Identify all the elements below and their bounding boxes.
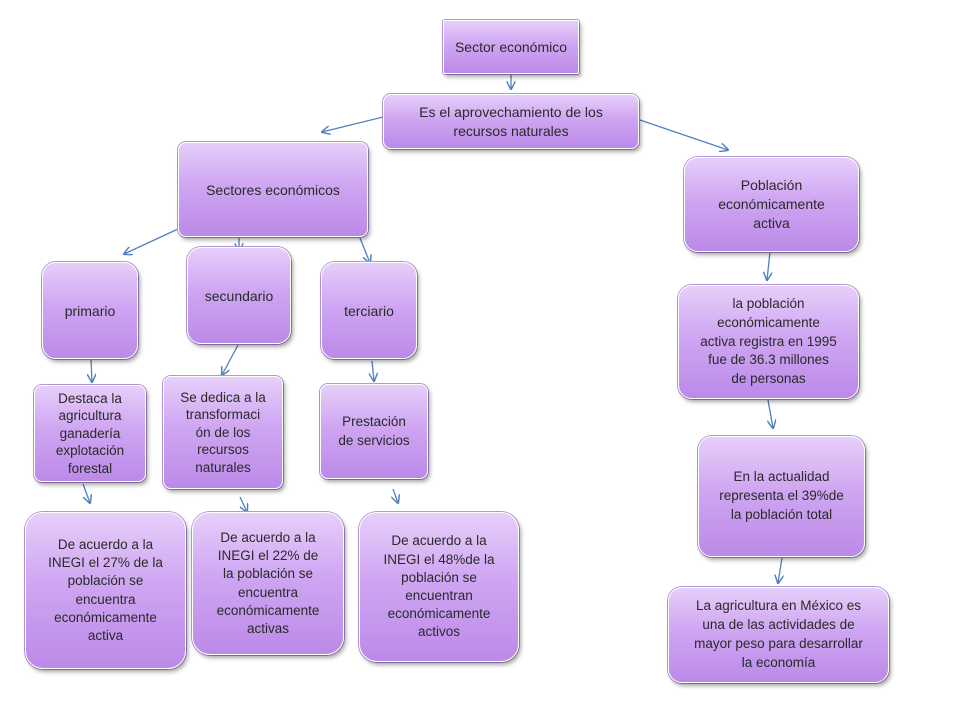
arrow-tertiary-desc-to-stat	[393, 488, 398, 503]
primary-label: primario	[64, 302, 116, 319]
population-node: Población económicamente activa	[684, 157, 859, 252]
definition-node: Es el aprovechamiento de los recursos na…	[383, 94, 639, 149]
tertiary-stat-text: De acuerdo a la INEGI el 48%de la poblac…	[383, 533, 495, 640]
primary-stat-text: De acuerdo a la INEGI el 27% de la pobla…	[48, 536, 163, 643]
title-label: Sector económico	[454, 39, 568, 55]
secondary-stat-text: De acuerdo a la INEGI el 22% de la pobla…	[216, 529, 320, 636]
arrow-secondary-desc-to-stat	[239, 496, 247, 512]
title-node: Sector económico	[443, 20, 579, 74]
population-fact2-node: En la actualidad representa el 39%de la …	[698, 436, 865, 557]
tertiary-stat-node: De acuerdo a la INEGI el 48%de la poblac…	[359, 512, 519, 662]
secondary-label: secundario	[204, 287, 274, 304]
sectors-node: Sectores económicos	[178, 142, 368, 237]
arrow-sectors-to-tertiary	[359, 237, 370, 263]
sectors-label: Sectores económicos	[206, 181, 340, 198]
arrow-primary-desc-to-stat	[82, 483, 90, 503]
arrow-secondary-to-description	[222, 344, 239, 375]
primary-node: primario	[42, 262, 138, 359]
tertiary-label: terciario	[344, 302, 394, 319]
arrow-sectors-to-primary	[124, 228, 179, 254]
arrow-tertiary-to-description	[372, 360, 374, 381]
population-fact1-node: la población económicamente activa regis…	[678, 285, 859, 399]
secondary-description-text: Se dedica a la transformaci ón de los re…	[180, 389, 266, 475]
population-fact3-text: La agricultura en México es una de las a…	[694, 598, 863, 670]
arrow-population-to-fact1	[767, 251, 770, 280]
arrow-primary-to-description	[91, 358, 92, 382]
arrow-fact1-to-fact2	[768, 399, 773, 428]
tertiary-node: terciario	[321, 262, 417, 359]
population-fact2-text: En la actualidad representa el 39%de la …	[719, 469, 844, 522]
arrow-fact2-to-fact3	[778, 557, 782, 583]
secondary-description-node: Se dedica a la transformaci ón de los re…	[163, 376, 283, 489]
definition-label: Es el aprovechamiento de los recursos na…	[419, 103, 603, 139]
population-label: Población económicamente activa	[718, 177, 825, 231]
arrow-definition-to-sectors	[322, 116, 384, 132]
arrow-definition-to-population	[639, 119, 728, 150]
primary-description-text: Destaca la agricultura ganadería explota…	[55, 390, 125, 476]
primary-stat-node: De acuerdo a la INEGI el 27% de la pobla…	[25, 512, 186, 669]
secondary-stat-node: De acuerdo a la INEGI el 22% de la pobla…	[192, 512, 344, 655]
population-fact1-text: la población económicamente activa regis…	[700, 295, 837, 387]
primary-description-node: Destaca la agricultura ganadería explota…	[34, 385, 146, 482]
tertiary-description-node: Prestación de servicios	[320, 384, 428, 479]
secondary-node: secundario	[187, 247, 291, 344]
population-fact3-node: La agricultura en México es una de las a…	[668, 587, 889, 683]
tertiary-description-text: Prestación de servicios	[338, 414, 410, 448]
